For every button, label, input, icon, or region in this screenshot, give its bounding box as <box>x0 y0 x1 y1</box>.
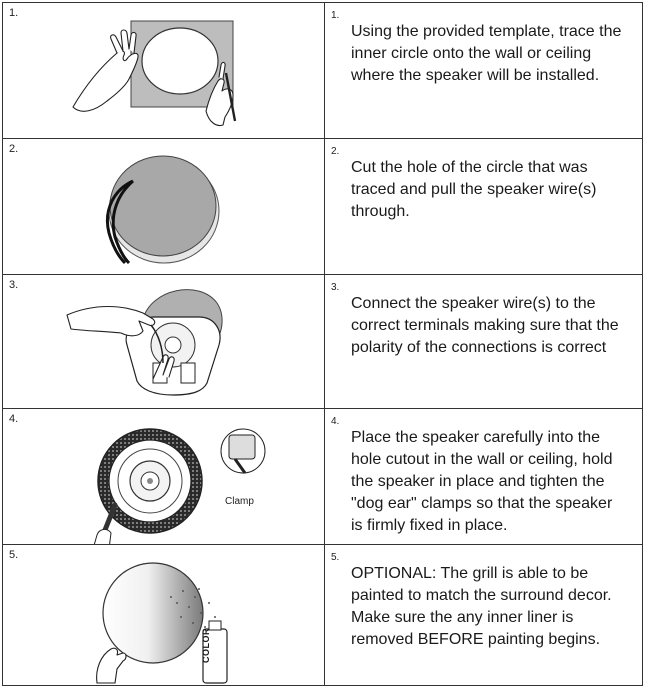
step-1-number: 1. <box>331 10 339 21</box>
step-2-number: 2. <box>331 146 339 157</box>
step-3-number: 3. <box>331 282 339 293</box>
step-4-description: Place the speaker carefully into the hol… <box>351 427 624 537</box>
step-5-text-cell: 5. OPTIONAL: The grill is able to be pai… <box>325 545 642 685</box>
step-4-number: 4. <box>331 416 339 427</box>
cut-hole-icon <box>3 139 325 275</box>
step-4-image-cell: 4. Clamp <box>3 409 325 545</box>
step-2-text-cell: 2. Cut the hole of the circle that was t… <box>325 139 642 275</box>
step-5-description: OPTIONAL: The grill is able to be painte… <box>351 563 624 651</box>
step-3-text-cell: 3. Connect the speaker wire(s) to the co… <box>325 275 642 409</box>
step-3-description: Connect the speaker wire(s) to the corre… <box>351 293 624 359</box>
spray-can-label: COLOR <box>201 628 211 663</box>
step-4-text-cell: 4. Place the speaker carefully into the … <box>325 409 642 545</box>
step-1-description: Using the provided template, trace the i… <box>351 21 624 87</box>
step-1-image-cell: 1. <box>3 3 325 139</box>
tighten-clamps-icon <box>3 409 325 545</box>
step-5-number: 5. <box>331 552 339 563</box>
spray-paint-icon <box>3 545 325 685</box>
step-2-image-cell: 2. <box>3 139 325 275</box>
step-2-description: Cut the hole of the circle that was trac… <box>351 157 624 223</box>
clamp-label: Clamp <box>225 496 254 507</box>
step-1-text-cell: 1. Using the provided template, trace th… <box>325 3 642 139</box>
connect-wires-icon <box>3 275 325 409</box>
trace-template-icon <box>3 3 325 139</box>
step-5-image-cell: 5. COLOR <box>3 545 325 685</box>
step-3-image-cell: 3. <box>3 275 325 409</box>
